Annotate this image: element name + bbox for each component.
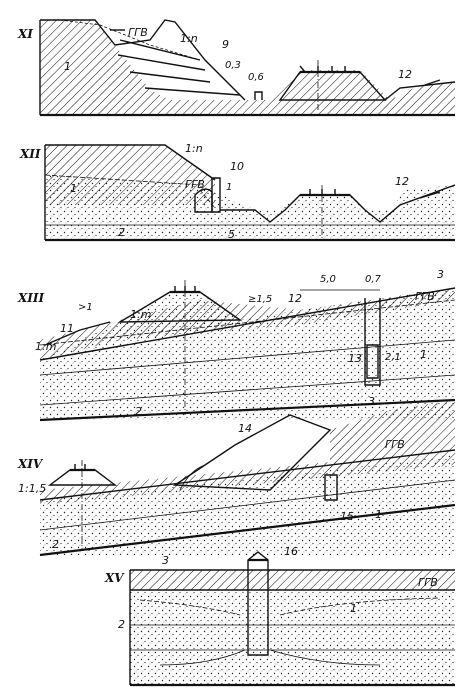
figure-label-xi: XI xyxy=(17,27,33,41)
callout-1: 1 xyxy=(350,602,357,615)
slope-label: 1:n xyxy=(185,142,203,155)
figure-xi: XI 1 9 12 ГГВ 1:n 0,3 0,6 xyxy=(17,19,456,117)
callout-1: 1 xyxy=(70,182,77,195)
figure-xiv: XIV 1 2 3 14 15 ГГВ 1:1,5 xyxy=(17,395,456,557)
callout-1: 1 xyxy=(64,60,71,73)
dim-0-7: 0,7 xyxy=(365,274,382,285)
gwl-label: ГГВ xyxy=(418,576,438,589)
figure-xii: XII 1 2 5 10 12 ГГВ 1:n 1 xyxy=(19,142,456,242)
callout-2: 2 xyxy=(52,538,59,551)
callout-5: 5 xyxy=(228,228,235,241)
callout-9: 9 xyxy=(222,38,229,51)
gwl-label: ГГВ xyxy=(385,438,405,451)
figure-label-xii: XII xyxy=(19,147,41,161)
callout-2: 2 xyxy=(135,405,142,418)
callout-3: 3 xyxy=(368,395,375,408)
callout-12: 12 xyxy=(395,175,409,188)
dim-0-3: 0,3 xyxy=(225,60,241,71)
callout-3: 3 xyxy=(437,268,444,281)
dim-5-0: 5,0 xyxy=(320,274,336,285)
gwl-label: ГГВ xyxy=(185,178,205,191)
figure-xv: XV 1 2 3 16 ГГВ xyxy=(104,545,455,687)
callout-13: 13 xyxy=(348,352,362,365)
slope-label: 1:n xyxy=(180,32,198,45)
callout-1: 1 xyxy=(420,348,427,361)
figure-label-xiii: XIII xyxy=(17,291,45,305)
dim-ge-1-5: ≥1,5 xyxy=(248,294,272,305)
slope-label-embankment: 1:m xyxy=(130,308,151,321)
callout-12: 12 xyxy=(398,68,412,81)
figure-label-xiv: XIV xyxy=(17,457,44,471)
callout-16: 16 xyxy=(284,545,298,558)
dim-1: 1 xyxy=(226,182,232,193)
slope-label: 1:1,5 xyxy=(18,482,46,495)
dim-gt-1: >1 xyxy=(78,302,93,313)
dim-0-6: 0,6 xyxy=(248,72,264,83)
figure-xiii: XIII 1 2 3 11 12 13 ГГВ 1:m 1:m >1 ≥1,5 … xyxy=(17,268,456,422)
callout-14: 14 xyxy=(238,422,252,435)
slope-label-left: 1:m xyxy=(35,340,56,353)
callout-2: 2 xyxy=(118,618,125,631)
gwl-label: ГГВ xyxy=(128,26,148,39)
callout-12: 12 xyxy=(288,292,302,305)
callout-3: 3 xyxy=(162,554,169,567)
callout-11: 11 xyxy=(60,322,74,335)
callout-15: 15 xyxy=(340,510,354,523)
callout-10: 10 xyxy=(230,160,244,173)
callout-2: 2 xyxy=(118,226,125,239)
callout-1: 1 xyxy=(375,508,382,521)
dim-2-1: 2,1 xyxy=(385,352,401,363)
gwl-label: ГГВ xyxy=(415,290,435,303)
figure-label-xv: XV xyxy=(104,571,125,585)
